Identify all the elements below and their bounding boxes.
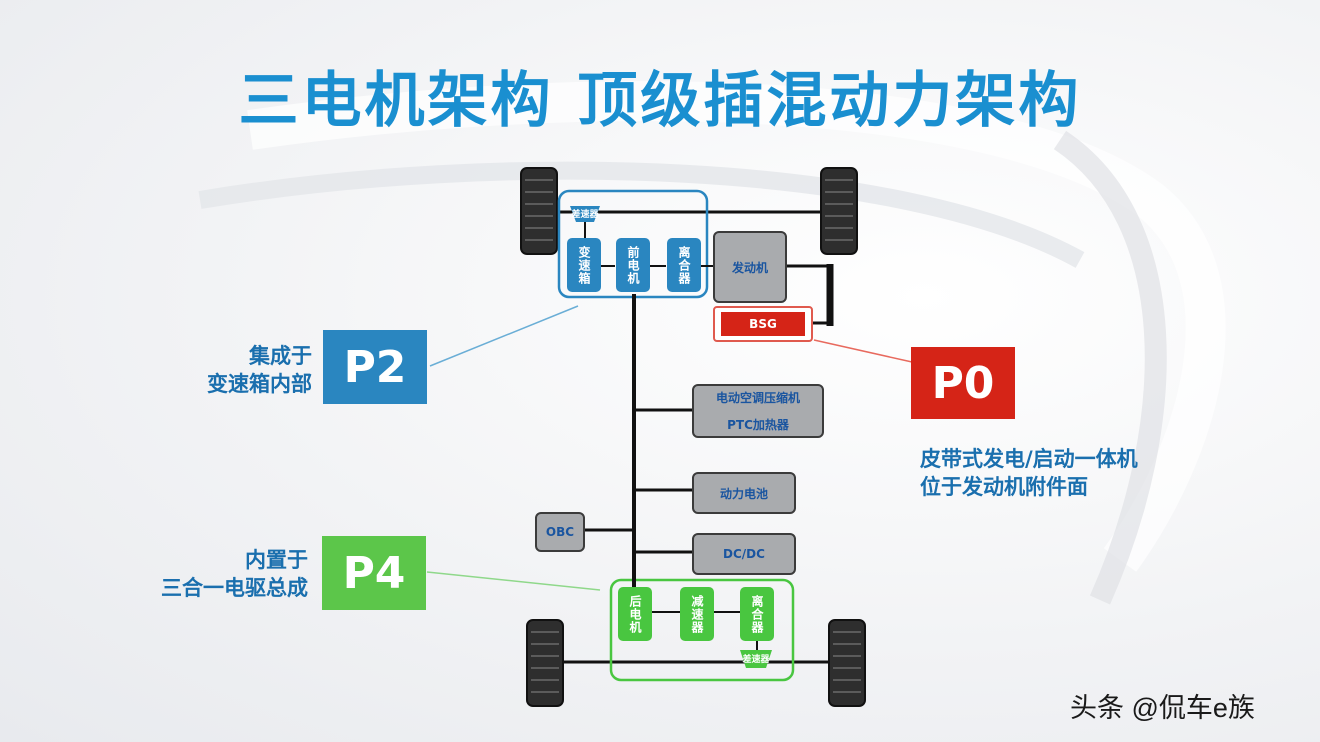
rear-left-wheel: [526, 619, 564, 707]
p0-label-line2: 位于发动机附件面: [920, 475, 1088, 499]
ac-compressor-label: 电动空调压缩机: [715, 391, 800, 405]
rear-diff-label: 差速器: [742, 655, 770, 665]
front-left-wheel: [520, 167, 558, 255]
rear-diff-shape: [740, 650, 772, 668]
rear-motor-block: 后电机: [618, 587, 652, 641]
front-motor-block: 前电机: [616, 238, 650, 292]
page-title: 三电机架构 顶级插混动力架构: [238, 66, 1082, 136]
gearbox-block: 变速箱: [567, 238, 601, 292]
p2-label-line2: 变速箱内部: [207, 372, 312, 396]
front-clutch-block: 离合器: [667, 238, 701, 292]
p4-callout-line: [426, 571, 601, 591]
ptc-heater-label: PTC加热器: [727, 418, 789, 432]
obc-block: OBC: [535, 512, 585, 552]
dcdc-block: DC/DC: [692, 533, 796, 575]
front-diff-label: 差速器: [571, 210, 599, 220]
p0-label-line1: 皮带式发电/启动一体机: [920, 447, 1138, 471]
watermark: 头条 @侃车e族: [1070, 693, 1255, 723]
p2-tag: P2: [323, 330, 427, 404]
p4-label-line1: 内置于: [245, 548, 308, 572]
front-right-wheel: [820, 167, 858, 255]
p2-label-line1: 集成于: [249, 344, 312, 368]
p0-tag: P0: [911, 347, 1015, 419]
p4-label-line2: 三合一电驱总成: [161, 576, 308, 600]
rear-right-wheel: [828, 619, 866, 707]
front-diff-shape: [570, 206, 600, 222]
p4-tag: P4: [322, 536, 426, 610]
rear-unit-outline: [609, 578, 795, 682]
battery-block: 动力电池: [692, 472, 796, 514]
p0-description: 皮带式发电/启动一体机 位于发动机附件面: [920, 445, 1220, 501]
rear-clutch-block: 离合器: [740, 587, 774, 641]
p0-callout-line: [813, 339, 913, 363]
p2-callout-line: [429, 305, 579, 367]
ac-ptc-block: 电动空调压缩机 PTC加热器: [692, 384, 824, 438]
p4-description: 内置于 三合一电驱总成: [100, 546, 308, 602]
engine-block: 发动机: [713, 231, 787, 303]
p2-description: 集成于 变速箱内部: [150, 342, 312, 398]
bsg-block: BSG: [749, 317, 777, 331]
reducer-block: 减速器: [680, 587, 714, 641]
